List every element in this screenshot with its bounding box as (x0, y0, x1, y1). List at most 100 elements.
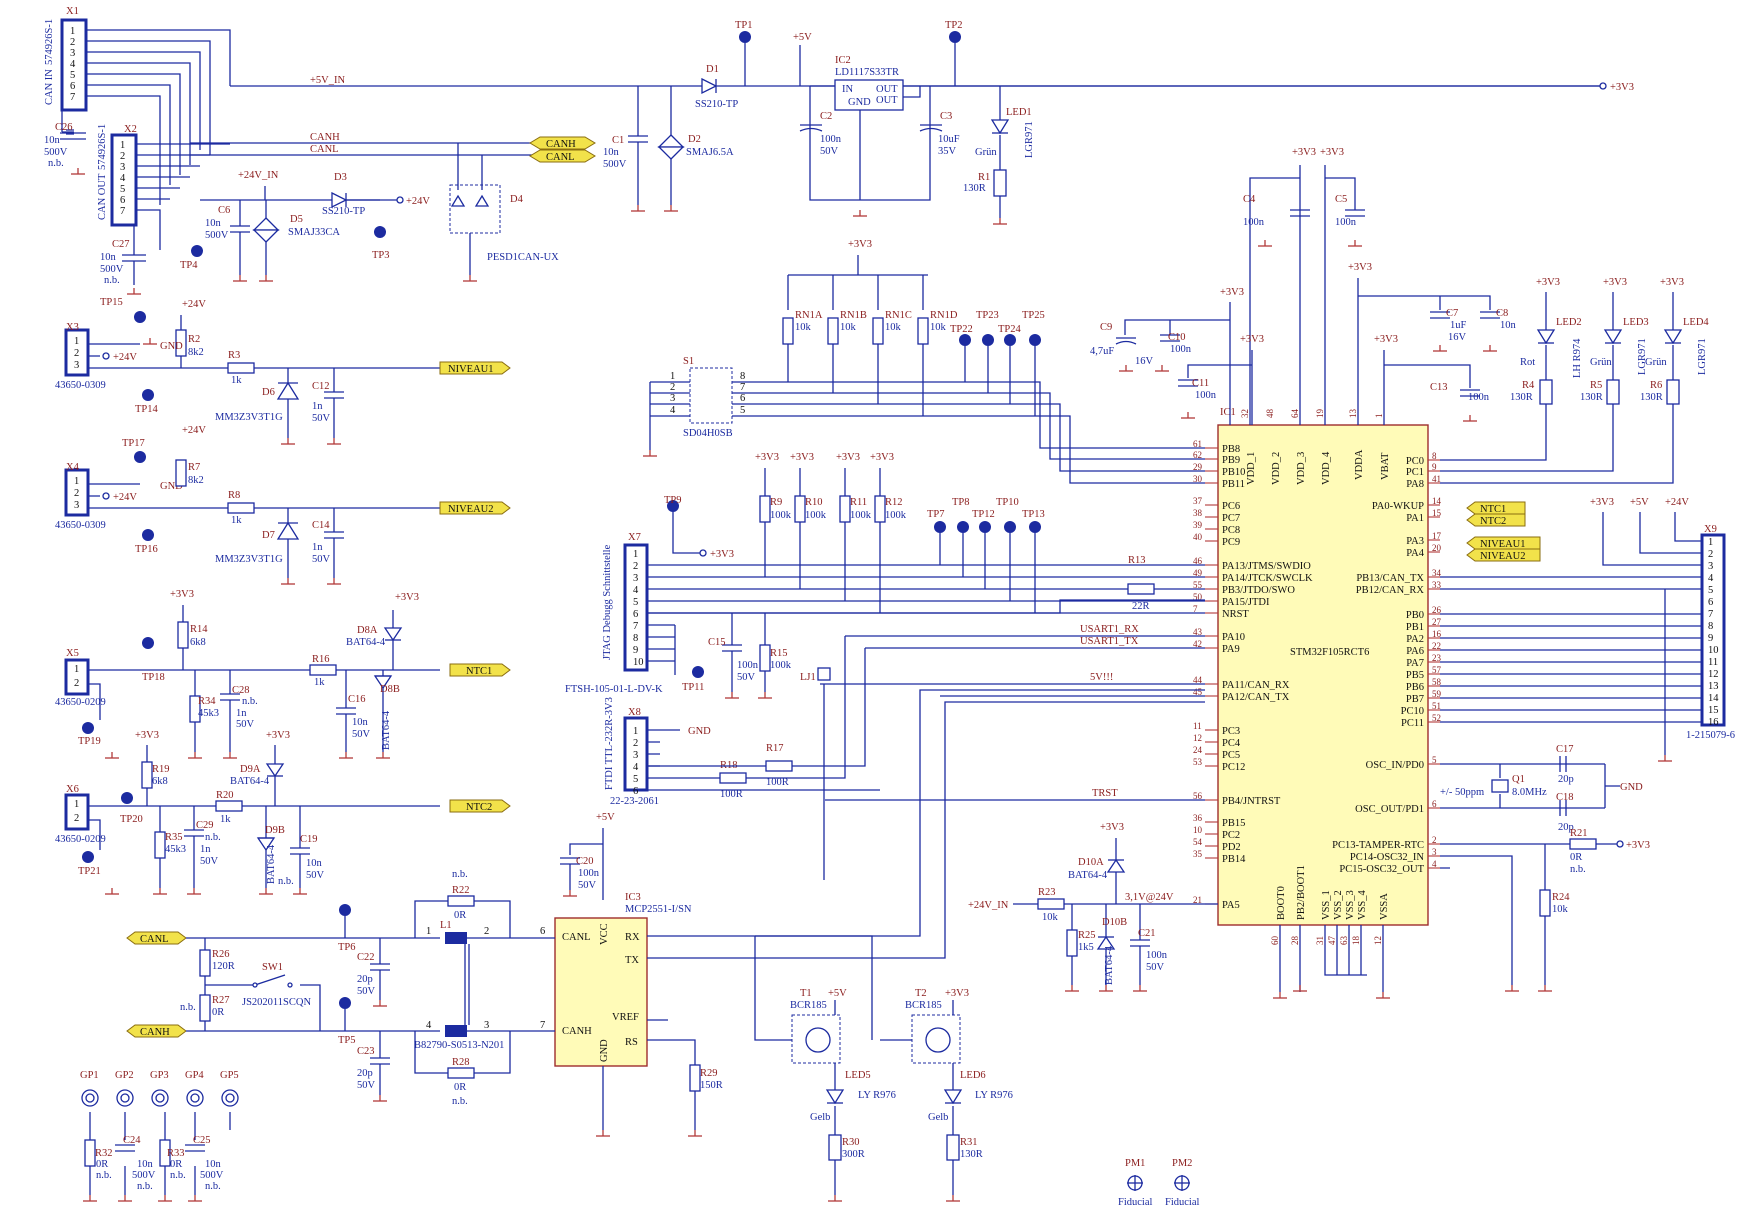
svg-text:n.b.: n.b. (180, 1002, 196, 1013)
mounting-hole-inner-icon (120, 1093, 130, 1103)
ic1-pin-num: 14 (1432, 496, 1442, 506)
svg-text:MM3Z3V3T1G: MM3Z3V3T1G (215, 554, 283, 565)
svg-text:PM2: PM2 (1172, 1158, 1192, 1169)
canh-flag: CANH (529, 136, 596, 150)
svg-text:+3V3: +3V3 (1660, 277, 1684, 288)
ic1-pin-num: 59 (1432, 689, 1442, 699)
mounting-hole-inner-icon (190, 1093, 200, 1103)
svg-text:USART1_RX: USART1_RX (1080, 624, 1139, 635)
ic1-pin-num: 20 (1432, 543, 1442, 553)
svg-text:Grün: Grün (1590, 357, 1612, 368)
tp19 (82, 722, 94, 734)
x1-pin: 4 (70, 59, 76, 70)
ic1-pin-num: 41 (1432, 474, 1441, 484)
x1-pin: 1 (70, 26, 75, 37)
ic1-pin-label: PA8 (1406, 479, 1424, 490)
ic1-pin-num: 10 (1193, 825, 1203, 835)
svg-text:C27: C27 (112, 239, 130, 250)
ic1-pin-label: PC7 (1222, 513, 1240, 524)
ic1-pin-num: 31 (1315, 936, 1325, 945)
svg-text:R6: R6 (1650, 380, 1662, 391)
svg-text:R1: R1 (978, 172, 990, 183)
svg-text:100n: 100n (578, 868, 600, 879)
ic1-pin-label: VSS_4 (1357, 889, 1368, 920)
x9-pin: 7 (1708, 609, 1713, 620)
x1-pin: 3 (70, 48, 75, 59)
svg-text:TP20: TP20 (120, 814, 143, 825)
ic1-pin-label: VBAT (1380, 452, 1391, 480)
svg-text:100k: 100k (850, 510, 872, 521)
svg-text:+3V3: +3V3 (1536, 277, 1560, 288)
ic1-pin-label: PB0 (1406, 610, 1424, 621)
svg-text:NIVEAU1: NIVEAU1 (1480, 539, 1526, 550)
ic1-pin-num: 2 (1432, 835, 1437, 845)
ic1-pin-num: 52 (1432, 713, 1441, 723)
svg-text:50V: 50V (352, 729, 371, 740)
svg-text:+5V: +5V (828, 988, 847, 999)
svg-text:LGR971: LGR971 (1024, 121, 1035, 158)
svg-text:+3V3: +3V3 (836, 452, 860, 463)
svg-text:10n: 10n (603, 147, 620, 158)
ic1-pin-num: 3 (1432, 847, 1437, 857)
svg-text:+3V3: +3V3 (1626, 840, 1650, 851)
svg-text:R19: R19 (152, 764, 170, 775)
net-24v-out: +24V (406, 196, 430, 207)
svg-text:50V: 50V (820, 146, 839, 157)
svg-text:+/- 50ppm: +/- 50ppm (1440, 787, 1484, 798)
svg-text:100n: 100n (1146, 950, 1168, 961)
ic1-pin-label: PA4 (1406, 548, 1424, 559)
svg-text:D9A: D9A (240, 764, 261, 775)
ic1-pin-num: 64 (1290, 409, 1300, 419)
ic1-pin-label: PB3/JTDO/SWO (1222, 585, 1295, 596)
svg-text:+3V3: +3V3 (945, 988, 969, 999)
x2-pin: 3 (120, 162, 125, 173)
diode-d1: D1 SS210-TP (695, 64, 738, 110)
ic1-pin-label: PB12/CAN_RX (1356, 585, 1425, 596)
svg-text:R5: R5 (1590, 380, 1602, 391)
net-24vin-top: +24V_IN (238, 170, 279, 181)
svg-text:R26: R26 (212, 949, 230, 960)
svg-text:10k: 10k (795, 322, 812, 333)
cap-c27: C27 10n 500V n.b. (100, 225, 146, 295)
svg-text:IN: IN (842, 84, 853, 95)
ic1-pin-label: PB9 (1222, 455, 1240, 466)
svg-text:1n: 1n (312, 542, 323, 553)
ic1-pin-label: VSS_2 (1333, 890, 1344, 920)
svg-text:FTDI TTL-232R-3V3: FTDI TTL-232R-3V3 (604, 697, 615, 790)
ic1-pin-num: 26 (1432, 605, 1442, 615)
ic1-pin-label: VSS_3 (1345, 890, 1356, 920)
ic1-pin-num: 29 (1193, 462, 1203, 472)
svg-text:2: 2 (484, 926, 489, 937)
svg-text:n.b.: n.b. (452, 869, 468, 880)
svg-text:D1: D1 (706, 64, 719, 75)
svg-text:R22: R22 (452, 885, 470, 896)
svg-text:TP24: TP24 (998, 324, 1022, 335)
ic1-pin-label: PC10 (1401, 706, 1424, 717)
svg-text:1k: 1k (314, 677, 325, 688)
svg-text:TP6: TP6 (338, 942, 356, 953)
svg-text:n.b.: n.b. (205, 1181, 221, 1192)
tp5 (339, 997, 351, 1009)
svg-text:100k: 100k (770, 660, 792, 671)
svg-text:R28: R28 (452, 1057, 470, 1068)
cap-c3: C3 10uF 35V (919, 111, 960, 157)
connector-x5: X5 43650-0209 12 (55, 648, 106, 708)
svg-text:X4: X4 (66, 462, 80, 473)
canh-flag-bottom: CANH (126, 1024, 187, 1038)
x1-label: CAN IN (44, 69, 55, 105)
ic1-pin-num: 17 (1432, 531, 1442, 541)
svg-text:C20: C20 (576, 856, 594, 867)
x2-pin: 7 (120, 206, 125, 217)
svg-text:Fiducial: Fiducial (1165, 1197, 1199, 1208)
svg-text:R2: R2 (188, 334, 200, 345)
svg-text:TP3: TP3 (372, 250, 390, 261)
